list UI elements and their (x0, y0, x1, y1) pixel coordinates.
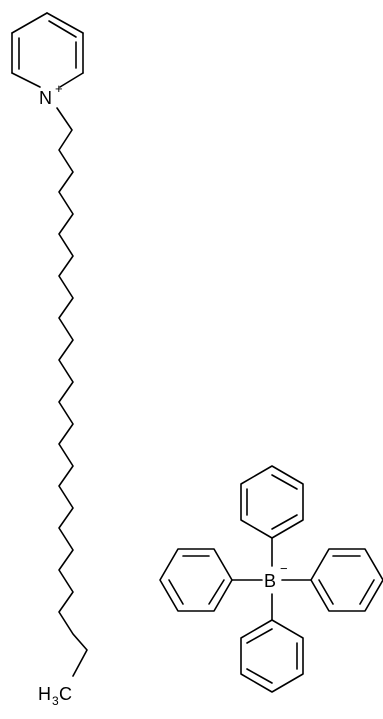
ring-bond (11, 72, 41, 88)
phenyl-ring-top (240, 465, 304, 539)
ring-bond (11, 12, 48, 34)
phenyl-ring-left (159, 548, 233, 612)
ring-bond (59, 72, 84, 88)
terminal-methyl-h: H (38, 684, 51, 704)
boron-charge-label: − (280, 561, 288, 576)
ring-double-bond (48, 20, 77, 38)
pyridinium-ring (11, 12, 84, 88)
phenyl-ring-right (310, 548, 383, 612)
ring-bond (46, 12, 84, 34)
nitrogen-charge-label: + (55, 81, 63, 96)
nitrogen-atom-label: N (39, 88, 52, 108)
terminal-methyl-c: C (59, 684, 72, 704)
terminal-methyl-subscript: 3 (52, 694, 59, 708)
phenyl-ring-bottom (240, 619, 304, 693)
hexadecyl-chain (56, 107, 88, 677)
boron-atom-label: B (264, 571, 276, 591)
